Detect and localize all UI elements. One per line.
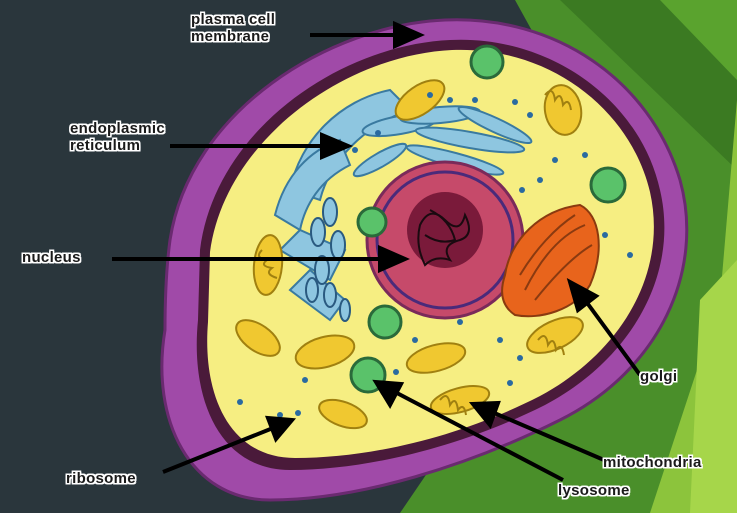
label-lysosome: lysosome [558,482,630,499]
label-nucleus: nucleus [22,249,81,266]
label-nucleus-text: nucleus [22,249,81,266]
nucleus-shape [367,162,523,318]
label-er-line2: reticulum [70,137,165,154]
label-mitochondria: mitochondria [603,454,702,471]
label-er-line1: endoplasmic [70,120,165,137]
label-plasma-membrane-line2: membrane [191,28,275,45]
label-endoplasmic-reticulum: endoplasmic reticulum [70,120,165,154]
label-plasma-membrane: plasma cell membrane [191,11,275,45]
label-ribosome-text: ribosome [66,470,136,487]
label-golgi-text: golgi [640,368,677,385]
label-golgi: golgi [640,368,677,385]
label-lysosome-text: lysosome [558,482,630,499]
label-plasma-membrane-line1: plasma cell [191,11,275,28]
label-mitochondria-text: mitochondria [603,454,702,471]
label-ribosome: ribosome [66,470,136,487]
